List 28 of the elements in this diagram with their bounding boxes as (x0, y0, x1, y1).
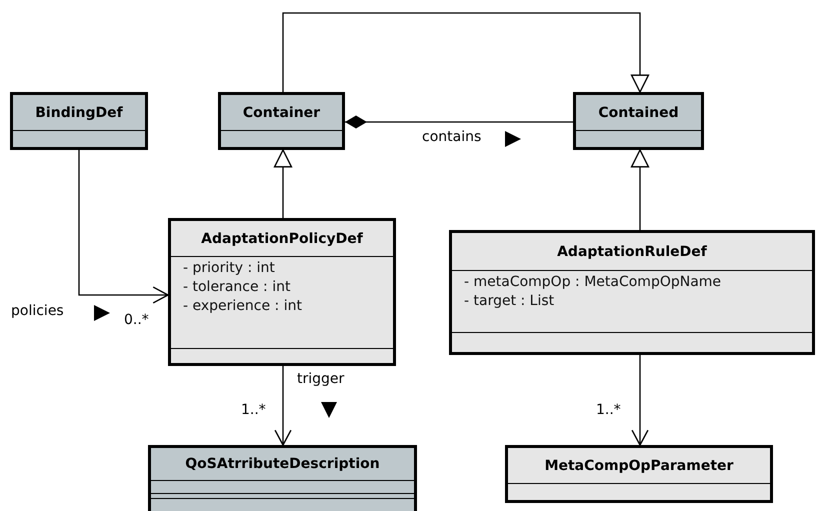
class-name: AdaptationPolicyDef (201, 230, 363, 246)
attribute-text: - experience : int (183, 297, 302, 316)
association-arrow (631, 355, 649, 446)
attribute-text: - target : List (464, 292, 554, 311)
class-box (10, 92, 148, 150)
attribute-text: - metaCompOp : MetaCompOpName (464, 273, 722, 292)
class-name: AdaptationRuleDef (557, 244, 707, 260)
class-name: MetaCompOpParameter (544, 458, 734, 474)
attribute-text: - priority : int (183, 259, 275, 278)
class-name: QoSAtrributeDescription (185, 456, 380, 472)
association-arrow (274, 366, 292, 446)
class-name: Container (242, 104, 320, 120)
class-name: Contained (598, 104, 679, 120)
association-arrow (78, 150, 169, 304)
generalization-arrow (630, 149, 650, 230)
class-box (505, 445, 773, 503)
generalization-arrow (282, 12, 650, 93)
class-box (218, 92, 345, 150)
class-box (168, 218, 396, 366)
edge-label: policies (11, 303, 64, 319)
generalization-arrow (274, 149, 292, 218)
class-name: BindingDef (35, 104, 123, 120)
attribute-text: - tolerance : int (183, 278, 290, 297)
class-box (148, 445, 417, 511)
class-box (573, 92, 704, 150)
class-box (449, 230, 815, 355)
composition-line (345, 116, 573, 128)
edge-label: trigger (297, 371, 344, 387)
